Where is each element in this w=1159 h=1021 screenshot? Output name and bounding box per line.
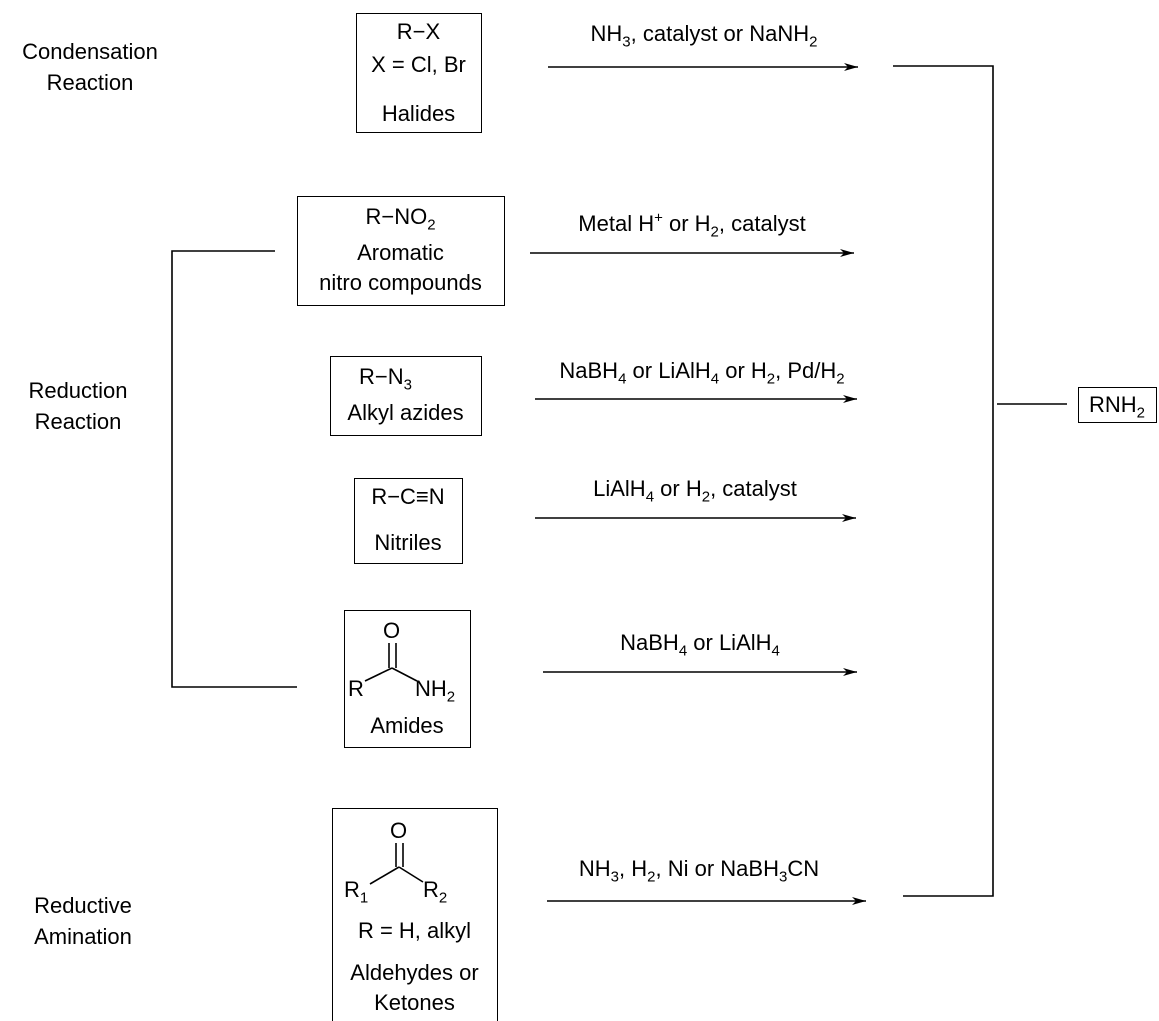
reagent-nitriles: LiAlH4 or H2, catalyst bbox=[593, 476, 797, 506]
category-reductive-amination: Reductive Amination bbox=[34, 893, 132, 949]
nitro-box: R−NO2 Aromatic nitro compounds bbox=[297, 196, 505, 306]
halides-name: Halides bbox=[381, 101, 456, 126]
reduction-bracket bbox=[171, 250, 297, 688]
halides-note: X = Cl, Br bbox=[371, 52, 466, 77]
azides-box: R−N3 Alkyl azides bbox=[330, 356, 482, 436]
reagent-azides: NaBH4 or LiAlH4 or H2, Pd/H2 bbox=[559, 358, 845, 388]
amides-nh2: NH2 bbox=[415, 676, 456, 706]
carbonyl-name-2: Ketones bbox=[374, 990, 455, 1015]
carbonyl-bond-left bbox=[369, 866, 400, 885]
amides-name: Amides bbox=[370, 713, 444, 738]
reagent-amides: NaBH4 or LiAlH4 bbox=[620, 630, 780, 660]
nitro-formula: R−NO2 bbox=[365, 204, 436, 234]
product-label: RNH2 bbox=[1088, 392, 1145, 422]
nitro-name-2: nitro compounds bbox=[319, 270, 482, 295]
carbonyl-r2: R2 bbox=[423, 877, 448, 907]
product-box: RNH2 bbox=[1078, 387, 1157, 423]
amide-bond-left bbox=[364, 667, 393, 682]
carbonyl-bond-right bbox=[398, 866, 424, 883]
nitro-name-1: Aromatic bbox=[357, 240, 444, 265]
carbonyl-note: R = H, alkyl bbox=[357, 918, 472, 943]
amide-bond-right bbox=[391, 667, 418, 682]
halides-formula: R−X bbox=[396, 19, 441, 44]
reagent-nitro: Metal H+ or H2, catalyst bbox=[578, 209, 806, 241]
azides-formula: R−N3 bbox=[359, 364, 412, 394]
carbonyl-o: O bbox=[390, 818, 408, 843]
carbonyl-box: O R1 R2 R = H, alkyl Aldehydes or Ketone… bbox=[332, 808, 498, 1021]
azides-name: Alkyl azides bbox=[347, 400, 464, 425]
nitriles-name: Nitriles bbox=[374, 530, 442, 555]
amides-r: R bbox=[348, 676, 364, 701]
nitriles-box: R−C≡N Nitriles bbox=[354, 478, 463, 564]
category-reduction: Reduction Reaction bbox=[28, 378, 128, 434]
carbonyl-name-1: Aldehydes or bbox=[350, 960, 479, 985]
amides-o: O bbox=[383, 618, 401, 643]
reagent-carbonyl: NH3, H2, Ni or NaBH3CN bbox=[578, 856, 820, 886]
reagent-halides: NH3, catalyst or NaNH2 bbox=[590, 21, 818, 51]
amides-box: O R NH2 Amides bbox=[344, 610, 471, 748]
carbonyl-r1: R1 bbox=[344, 877, 369, 907]
product-bracket bbox=[893, 65, 994, 897]
category-condensation: Condensation Reaction bbox=[22, 39, 158, 95]
nitriles-formula: R−C≡N bbox=[371, 484, 445, 509]
halides-box: R−X X = Cl, Br Halides bbox=[356, 13, 482, 133]
